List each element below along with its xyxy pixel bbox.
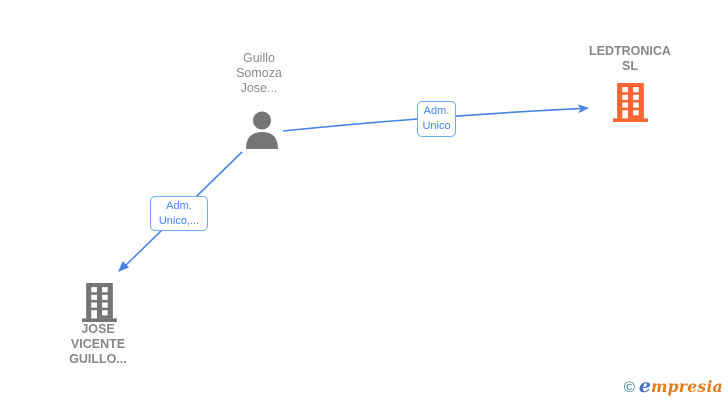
ledtronica-label-line-2: SL bbox=[622, 59, 638, 73]
arrowhead-to-jose-vicente-icon bbox=[118, 261, 129, 272]
company-jose-vicente-label[interactable]: JOSE VICENTE GUILLO... bbox=[69, 322, 127, 367]
edge-label-adm-unico-top[interactable]: Adm. Unico bbox=[417, 101, 456, 137]
empresia-brand-link[interactable]: © empresia bbox=[624, 375, 723, 397]
company-building-icon-jose-vicente[interactable] bbox=[82, 283, 117, 322]
brand-letter-e: e bbox=[638, 375, 651, 397]
ledtronica-label-line-1: LEDTRONICA bbox=[589, 44, 671, 58]
jose-vicente-label-line-1: JOSE bbox=[81, 322, 115, 336]
edge-label-top-line-1: Adm. bbox=[423, 105, 450, 117]
person-label-line-3: Jose... bbox=[240, 81, 278, 95]
brand-rest-text: mpresia bbox=[650, 377, 723, 396]
person-label-line-2: Somoza bbox=[236, 66, 282, 80]
brand-wordmark: empresia bbox=[639, 375, 723, 397]
person-icon[interactable] bbox=[245, 111, 279, 149]
edge-label-bottom-line-1: Adm. bbox=[166, 199, 192, 212]
person-node-label[interactable]: Guillo Somoza Jose... bbox=[236, 51, 282, 96]
jose-vicente-label-line-3: GUILLO... bbox=[69, 352, 127, 366]
edge-label-top-line-2: Unico bbox=[422, 120, 451, 132]
edge-label-bottom-line-2: Unico,... bbox=[158, 214, 200, 227]
arrowhead-to-ledtronica-icon bbox=[577, 104, 589, 114]
copyright-icon: © bbox=[623, 379, 635, 396]
company-building-icon-ledtronica[interactable] bbox=[613, 83, 648, 122]
person-label-line-1: Guillo bbox=[243, 51, 275, 65]
company-ledtronica-label[interactable]: LEDTRONICA SL bbox=[589, 44, 671, 74]
edge-label-adm-unico-bottom[interactable]: Adm. Unico,... bbox=[150, 196, 208, 231]
jose-vicente-label-line-2: VICENTE bbox=[70, 337, 126, 351]
